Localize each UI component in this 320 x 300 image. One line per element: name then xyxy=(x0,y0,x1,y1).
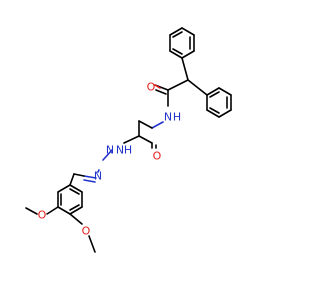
structure-svg: O N H O N N H N O O xyxy=(25,27,232,253)
atom-h-hydrazide: H xyxy=(124,144,132,157)
atom-n-amide-top: N xyxy=(164,111,172,124)
hydrazide-bonds xyxy=(97,135,140,173)
diphenylmethyl-bonds xyxy=(167,57,208,96)
methoxy-1-bonds xyxy=(25,206,59,215)
atom-o-amide-top: O xyxy=(147,81,156,94)
phenyl-ring-right xyxy=(206,87,232,118)
atom-o-methoxy-1: O xyxy=(38,209,47,222)
atom-n-hydrazide-1: N xyxy=(106,144,114,157)
imine-bonds xyxy=(69,173,97,186)
methoxy-2-bonds xyxy=(69,213,96,253)
dimethoxyphenyl-ring xyxy=(57,184,83,215)
atom-n-hydrazide-2: N xyxy=(116,144,124,157)
amide-carbonyl-top xyxy=(154,84,169,107)
phenyl-ring-top xyxy=(169,27,195,59)
atom-h-amide-top: H xyxy=(173,111,181,124)
atom-o-hydrazide: O xyxy=(153,150,162,163)
glycine-bonds xyxy=(138,120,164,149)
molecule-diagram: O N H O N N H N O O xyxy=(25,27,232,253)
atom-o-methoxy-2: O xyxy=(82,225,91,238)
atom-n-imine: N xyxy=(94,170,102,183)
